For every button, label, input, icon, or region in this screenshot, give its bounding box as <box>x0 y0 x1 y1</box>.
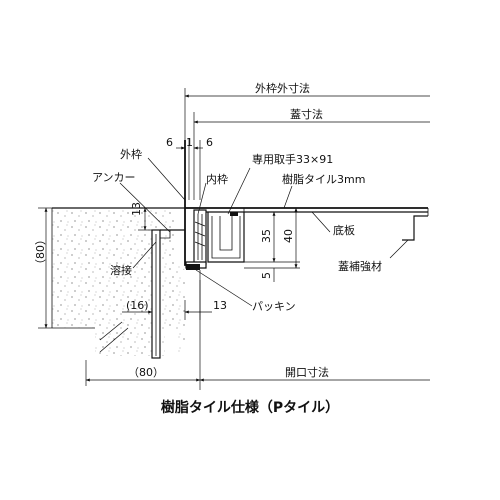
lid-top <box>198 207 429 216</box>
diagram-caption: 樹脂タイル仕様（Pタイル） <box>161 399 339 416</box>
label-resin-tile: 樹脂タイル3mm <box>282 172 365 186</box>
leaders <box>119 157 409 307</box>
dim-13-bottom-text: 13 <box>213 299 227 312</box>
lid-reinforcement <box>402 215 428 241</box>
dim-bottom <box>85 270 430 390</box>
dim-6-right: 6 <box>206 136 213 149</box>
dim-6-1-6 <box>176 138 203 200</box>
dim-1: 1 <box>186 136 193 149</box>
handle <box>207 212 245 263</box>
label-bottom-plate: 底板 <box>333 223 355 237</box>
label-inner-frame: 内枠 <box>206 172 228 186</box>
dim-5-text: 5 <box>260 272 273 279</box>
dim-40-text: 40 <box>282 229 295 243</box>
dim-lid <box>193 112 430 200</box>
dim-35-40-5 <box>244 207 300 282</box>
dim-16-text: (16) <box>126 299 149 312</box>
anchor <box>151 229 185 359</box>
inner-frame <box>185 209 207 269</box>
label-anchor: アンカー <box>92 171 136 184</box>
dim-80-bottom-text: （80） <box>128 366 164 379</box>
dim-6-left: 6 <box>166 136 173 149</box>
dim-outer-frame-outer <box>184 88 430 200</box>
label-outer-frame-outer-dim: 外枠外寸法 <box>255 81 310 95</box>
dim-13-left <box>138 207 152 231</box>
label-lid-dim: 蓋寸法 <box>290 107 323 121</box>
label-packing: パッキン <box>252 300 296 313</box>
dim-80-left-text: （80） <box>34 234 47 270</box>
dim-80-left <box>38 207 52 329</box>
dim-35-text: 35 <box>260 229 273 243</box>
label-opening-dim: 開口寸法 <box>285 365 329 379</box>
label-lid-reinforcement: 蓋補強材 <box>338 259 382 273</box>
label-welding: 溶接 <box>110 263 132 277</box>
label-handle: 専用取手33×91 <box>252 152 333 166</box>
label-outer-frame: 外枠 <box>120 147 142 161</box>
dim-13-left-text: 13 <box>130 202 143 216</box>
packing <box>186 264 200 270</box>
